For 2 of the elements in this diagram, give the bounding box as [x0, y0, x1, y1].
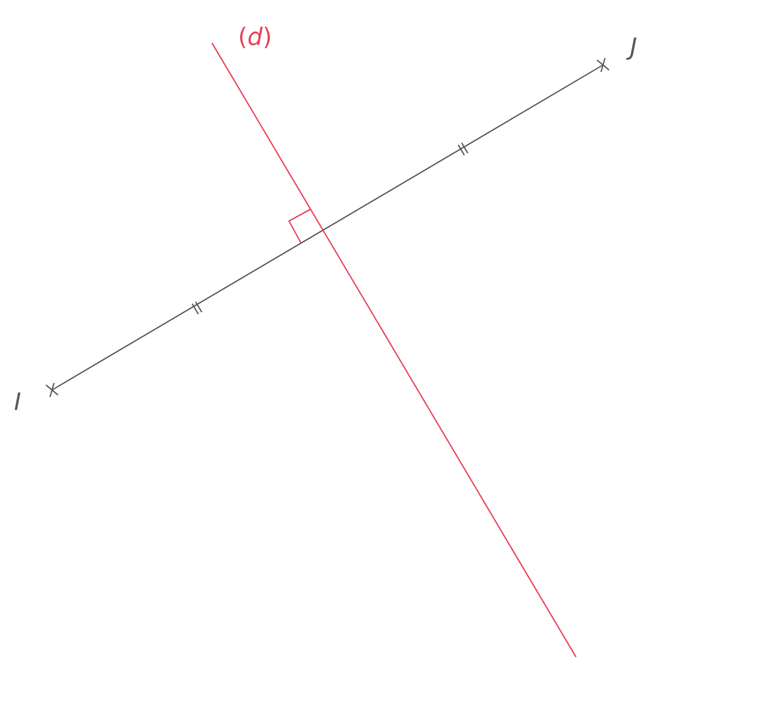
line-label: (d)	[238, 25, 272, 49]
point-label: I	[14, 390, 22, 414]
